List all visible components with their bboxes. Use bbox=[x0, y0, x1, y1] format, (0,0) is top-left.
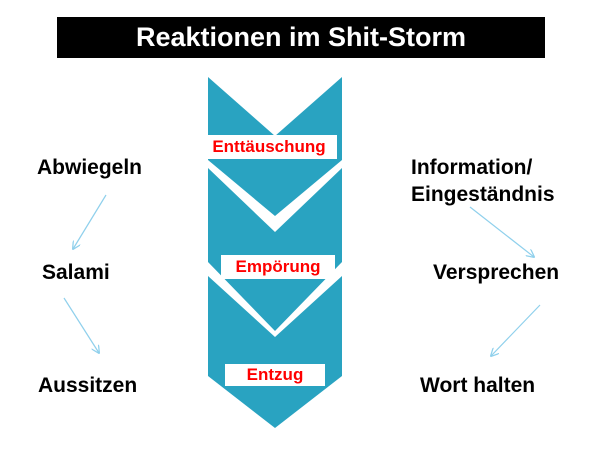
arrow-abwiegeln-salami bbox=[73, 194, 107, 249]
left-item-aussitzen: Aussitzen bbox=[38, 374, 138, 397]
right-item-information-line1: Information/ bbox=[411, 156, 533, 179]
left-item-salami: Salami bbox=[42, 261, 110, 284]
stage-text-empoerung: Empörung bbox=[235, 257, 321, 276]
title-bar: Reaktionen im Shit-Storm bbox=[57, 17, 545, 58]
right-item-versprechen: Versprechen bbox=[433, 261, 560, 284]
stage-label-enttaeuschung: Enttäuschung bbox=[201, 135, 337, 159]
stage-label-empoerung: Empörung bbox=[221, 255, 335, 279]
stage-label-entzug: Entzug bbox=[225, 364, 325, 386]
stage-text-enttaeuschung: Enttäuschung bbox=[212, 137, 326, 156]
diagram-title: Reaktionen im Shit-Storm bbox=[135, 22, 467, 52]
right-item-wort-halten: Wort halten bbox=[420, 374, 536, 397]
arrow-salami-aussitzen bbox=[63, 297, 99, 353]
right-item-information: Information/ Eingeständnis bbox=[411, 154, 555, 208]
right-item-information-line2: Eingeständnis bbox=[411, 183, 555, 206]
chevron-bottom bbox=[208, 276, 342, 428]
stage-text-entzug: Entzug bbox=[246, 365, 304, 384]
arrow-information-versprechen bbox=[469, 206, 534, 257]
arrow-versprechen-wort-halten bbox=[491, 304, 541, 356]
left-item-abwiegeln: Abwiegeln bbox=[37, 156, 143, 179]
chevron-middle bbox=[208, 168, 342, 331]
